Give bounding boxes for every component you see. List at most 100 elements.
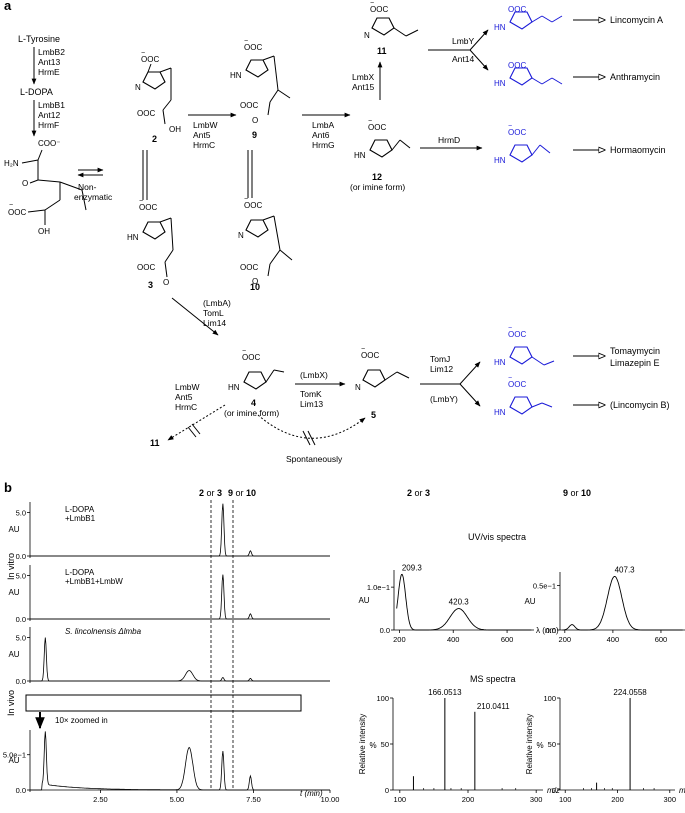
trace1-ytick-label: 0.0 xyxy=(16,552,26,561)
svg-text:−: − xyxy=(370,0,374,7)
svg-text:OOC: OOC xyxy=(508,128,526,137)
enz-3-4-3: Lim14 xyxy=(203,318,226,328)
svg-text:−: − xyxy=(139,198,143,205)
svg-text:N: N xyxy=(238,231,244,240)
uv_9or10-ytick-label: 0.0 xyxy=(546,626,556,635)
uv_2or3-xlabel: λ (nm) xyxy=(536,626,559,635)
ms_9or10-peak-label: 224.0558 xyxy=(613,688,647,697)
svg-text:HN: HN xyxy=(494,23,506,32)
ms_2or3-ytick-label: 100 xyxy=(376,694,389,703)
svg-text:HN: HN xyxy=(230,71,242,80)
enz-12-11-1: LmbX xyxy=(352,72,375,82)
svg-text:−: − xyxy=(9,202,13,209)
ms_2or3-xtick-label: 200 xyxy=(462,795,475,804)
zoom-trace xyxy=(30,731,330,791)
zoom-xtick-label: 10.00 xyxy=(321,795,340,804)
zoom-xtick-label: 5.00 xyxy=(170,795,185,804)
trace3-ylabel: AU xyxy=(8,650,19,659)
compound-9-label: 9 xyxy=(252,130,257,140)
svg-text:−: − xyxy=(368,118,372,125)
svg-text:HN: HN xyxy=(494,408,506,417)
compound-4-label: 4 xyxy=(251,398,256,408)
uv-ms-2or3-header: 2 or 3 xyxy=(407,488,430,498)
trace3-ytick-label: 0.0 xyxy=(16,677,26,686)
uv_2or3-trace xyxy=(396,573,532,631)
open-chain-intermediate: COO⁻ H₂N O OOC − OH xyxy=(4,139,87,236)
enz-9-12-3: HrmG xyxy=(312,140,335,150)
svg-text:HN: HN xyxy=(354,151,366,160)
ms_9or10-xlabel: m/z xyxy=(679,786,685,795)
zoom-label: 10× zoomed in xyxy=(55,716,108,725)
trace2-ytick-label: 5.0 xyxy=(16,571,26,580)
ms_2or3-ytick-label: 0 xyxy=(385,786,389,795)
svg-text:−: − xyxy=(508,123,512,130)
enz-11-lin-2: Ant14 xyxy=(452,54,474,64)
uv_9or10-ylabel: AU xyxy=(524,597,535,606)
trace3-ytick-label: 5.0 xyxy=(16,633,26,642)
uv_2or3-xtick-label: 200 xyxy=(393,635,406,644)
ms_2or3-xtick-label: 100 xyxy=(394,795,407,804)
svg-text:−: − xyxy=(361,346,365,353)
svg-text:OOC: OOC xyxy=(508,5,526,14)
svg-text:HN: HN xyxy=(494,79,506,88)
enz-tyr-1: LmbB2 xyxy=(38,47,65,57)
compound-10-label: 10 xyxy=(250,282,260,292)
svg-text:HN: HN xyxy=(494,358,506,367)
product-lincomycin-b: (Lincomycin B) xyxy=(610,400,670,410)
enz-tyr-3: HrmE xyxy=(38,67,60,77)
enz-4-11-3: HrmC xyxy=(175,402,197,412)
svg-text:−: − xyxy=(508,325,512,332)
product-hormaomycin: Hormaomycin xyxy=(610,145,666,155)
compound-3-structure: OOC − HN OOC O xyxy=(127,198,174,287)
ms_9or10-ylabel: Relative intensity xyxy=(525,714,534,774)
svg-text:OH: OH xyxy=(169,125,181,134)
enz-9-12-1: LmbA xyxy=(312,120,335,130)
uv_2or3-peak-label: 209.3 xyxy=(402,563,423,572)
trace2-ylabel: AU xyxy=(8,588,19,597)
nonenzymatic-1: Non- xyxy=(78,182,97,192)
ms_9or10-xtick-label: 100 xyxy=(559,795,572,804)
ms-title: MS spectra xyxy=(470,674,516,684)
enz-dopa-3: HrmF xyxy=(38,120,59,130)
svg-text:OOC: OOC xyxy=(139,203,157,212)
svg-text:O: O xyxy=(22,179,28,188)
enz-4-5-1: (LmbX) xyxy=(300,370,328,380)
compound-11b-label: 11 xyxy=(150,438,160,448)
svg-text:O: O xyxy=(252,116,258,125)
enz-9-12-2: Ant6 xyxy=(312,130,330,140)
compound-11-label: 11 xyxy=(377,46,387,56)
svg-text:OH: OH xyxy=(38,227,50,236)
l-tyrosine-label: L-Tyrosine xyxy=(18,34,60,44)
uv_9or10-trace xyxy=(562,576,683,631)
uv_9or10-xtick-label: 400 xyxy=(607,635,620,644)
compound-5-label: 5 xyxy=(371,410,376,420)
svg-text:−: − xyxy=(244,38,248,45)
ms_9or10-ytick-label: 50 xyxy=(548,740,556,749)
trace1-ytick-label: 5.0 xyxy=(16,508,26,517)
trace1-trace xyxy=(30,503,330,557)
svg-text:N: N xyxy=(135,83,141,92)
zoom-box xyxy=(25,694,302,712)
svg-text:−: − xyxy=(242,348,246,355)
trace2-label-1: L-DOPA xyxy=(65,568,95,577)
ms_2or3-pct: % xyxy=(369,741,376,750)
uv-title: UV/vis spectra xyxy=(468,532,526,542)
hormaomycin-block: OOC − HN xyxy=(494,123,551,165)
svg-text:OOC: OOC xyxy=(244,201,262,210)
zoom-ytick-label: 0.0 xyxy=(16,786,26,795)
enz-hrmd: HrmD xyxy=(438,135,460,145)
ms_9or10-xtick-label: 300 xyxy=(664,795,677,804)
ms_2or3-ylabel: Relative intensity xyxy=(358,714,367,774)
enz-12-11-2: Ant15 xyxy=(352,82,374,92)
compound-9-structure: OOC − HN OOC O xyxy=(230,38,291,125)
enz-11-lin-1: LmbY xyxy=(452,36,475,46)
svg-text:O: O xyxy=(252,277,258,286)
compound-2-structure: OOC − N OOC OH xyxy=(135,50,181,134)
zoom-xtick-label: 2.50 xyxy=(93,795,108,804)
trace2-trace xyxy=(30,574,330,620)
trace1-label-1: L-DOPA xyxy=(65,505,95,514)
svg-text:OOC: OOC xyxy=(361,351,379,360)
svg-text:OOC: OOC xyxy=(240,101,258,110)
